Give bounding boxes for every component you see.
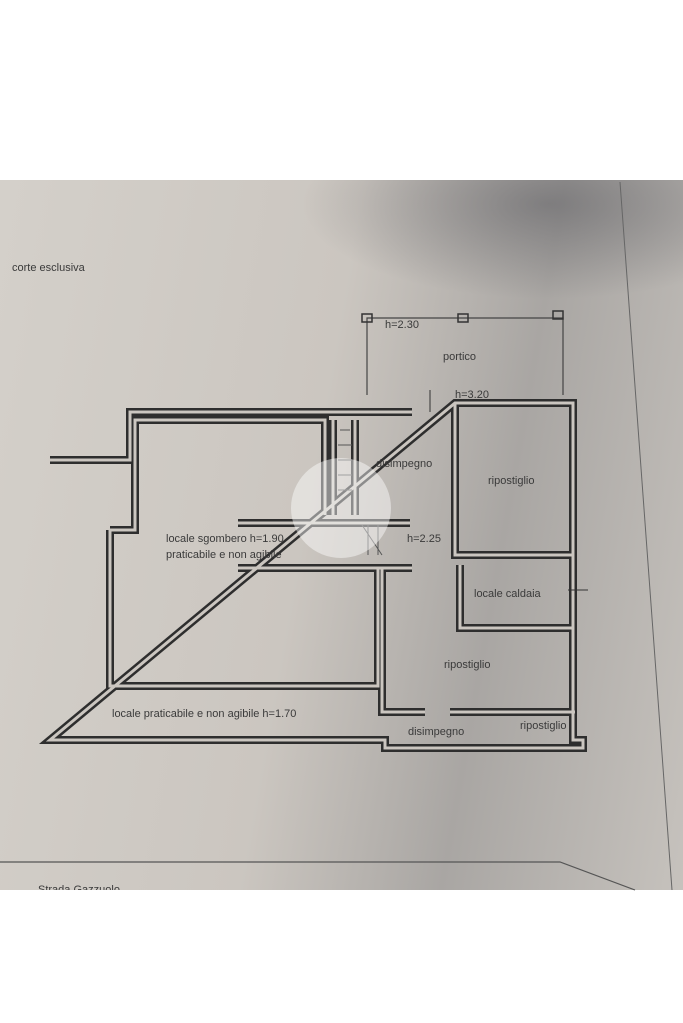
watermark-logo <box>291 458 391 558</box>
label-height-320: h=3.20 <box>455 389 489 401</box>
label-sgombero-1: locale sgombero h=1.90 <box>166 533 284 545</box>
label-portico: portico <box>443 351 477 363</box>
label-strada: Strada Gazzuolo <box>38 884 120 890</box>
label-disimpegno-top: disimpegno <box>376 458 433 470</box>
label-ripostiglio-bottom: ripostiglio <box>520 720 567 732</box>
portico-outline <box>366 317 564 395</box>
label-caldaia: locale caldaia <box>474 588 541 600</box>
label-portico-height: h=2.30 <box>385 319 419 331</box>
label-disimpegno-bottom: disimpegno <box>408 726 465 738</box>
road-line <box>0 861 636 891</box>
stairs <box>338 429 383 556</box>
property-line <box>619 181 673 891</box>
label-height-225: h=2.25 <box>407 533 441 545</box>
label-sgombero-2: praticabile e non agibile <box>166 549 282 561</box>
label-corte: corte esclusiva <box>12 262 85 274</box>
label-ripostiglio-top: ripostiglio <box>488 475 535 487</box>
shadow <box>300 180 683 300</box>
label-ripostiglio-mid: ripostiglio <box>444 659 491 671</box>
label-praticabile: locale praticabile e non agibile h=1.70 <box>112 708 297 720</box>
